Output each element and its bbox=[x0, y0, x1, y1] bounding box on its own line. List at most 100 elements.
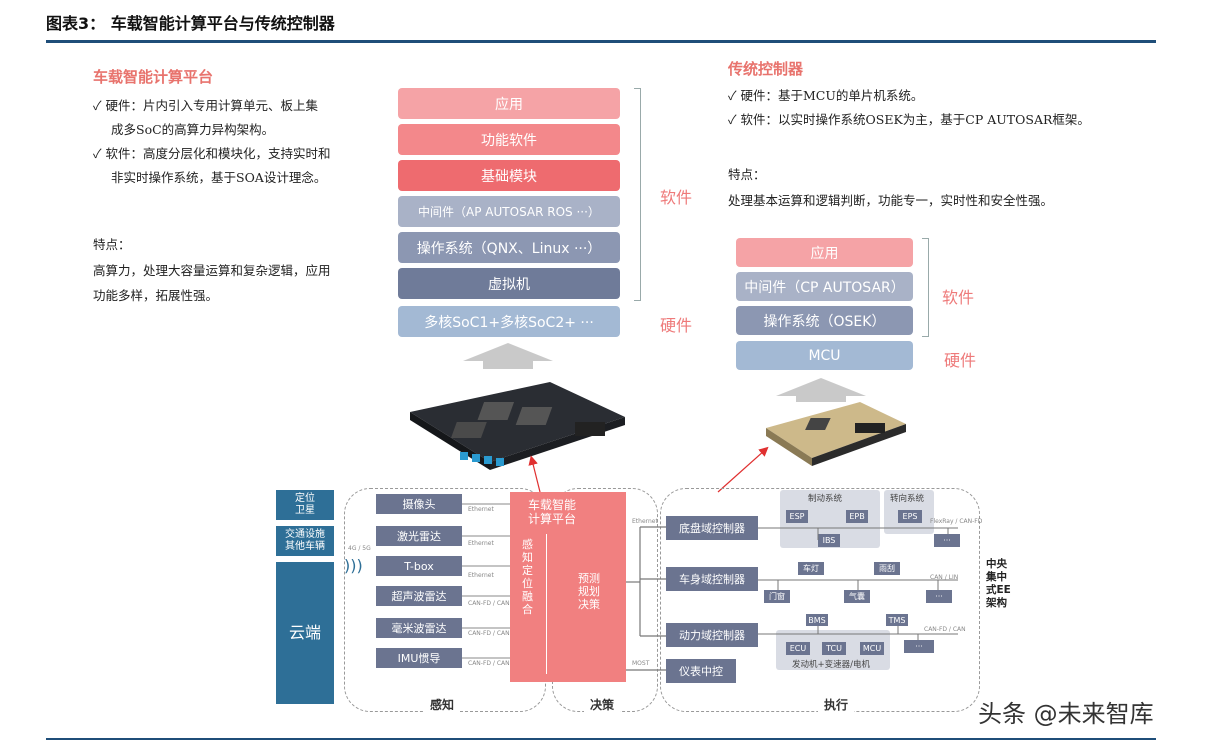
left-bullet-1: ✓ 硬件：片内引入专用计算单元、板上集 bbox=[93, 98, 319, 113]
node-chassis-more: ··· bbox=[934, 534, 960, 547]
node-esp: ESP bbox=[786, 510, 808, 523]
node-airbag: 气囊 bbox=[844, 590, 870, 603]
up-arrow-right-stem bbox=[796, 396, 846, 402]
node-tms: TMS bbox=[886, 614, 908, 626]
software-label-right: 软件 bbox=[942, 288, 975, 307]
left-feature-line-2: 功能多样，拓展性强。 bbox=[93, 288, 219, 303]
up-arrow-right bbox=[776, 378, 866, 396]
powertrain-group-label: 发动机+变速器/电机 bbox=[792, 660, 870, 670]
steering-group-label: 转向系统 bbox=[890, 494, 925, 504]
layer-base-module: 基础模块 bbox=[398, 160, 620, 191]
ethernet-right-label: Ethernet bbox=[632, 518, 658, 525]
left-section-title: 车载智能计算平台 bbox=[93, 68, 214, 86]
layer-middleware: 中间件（AP AUTOSAR ROS ···） bbox=[398, 196, 620, 227]
right-feature-line: 处理基本运算和逻辑判断，功能专一，实时性和安全性强。 bbox=[728, 193, 1054, 208]
chassis-controller: 底盘域控制器 bbox=[666, 516, 758, 540]
power-controller: 动力域控制器 bbox=[666, 623, 758, 647]
left-bullet-1b: 成多SoC的高算力异构架构。 bbox=[111, 122, 275, 137]
hardware-label-left: 硬件 bbox=[660, 316, 693, 335]
dashboard-controller: 仪表中控 bbox=[666, 659, 736, 683]
power-bus-label: CAN-FD / CAN bbox=[924, 626, 966, 633]
node-ecu: ECU bbox=[786, 642, 810, 655]
traffic-box: 交通设施 其他车辆 bbox=[276, 526, 334, 556]
up-arrow-left bbox=[463, 343, 553, 361]
layer-function-software: 功能软件 bbox=[398, 124, 620, 155]
node-wiper: 雨刮 bbox=[874, 562, 900, 575]
watermark: 头条 @未来智库 bbox=[978, 700, 1154, 728]
sensor-camera: 摄像头 bbox=[376, 494, 462, 514]
decision-label: 决策 bbox=[584, 696, 621, 713]
most-label: MOST bbox=[632, 660, 650, 667]
sensor-link-lines bbox=[462, 503, 512, 659]
right-bullet-2: ✓ 软件：以实时操作系统OSEK为主，基于CP AUTOSAR框架。 bbox=[728, 112, 1090, 127]
layer-hypervisor: 虚拟机 bbox=[398, 268, 620, 299]
top-rule bbox=[46, 40, 1156, 43]
node-power-more: ··· bbox=[904, 640, 934, 653]
link-imu: CAN-FD / CAN bbox=[468, 660, 510, 667]
right-bullet-1: ✓ 硬件：基于MCU的单片机系统。 bbox=[728, 88, 924, 103]
chassis-bus-label: FlexRay / CAN-FD bbox=[930, 518, 983, 525]
execution-label: 执行 bbox=[818, 696, 855, 713]
compute-platform-block bbox=[510, 492, 626, 682]
sensor-ultrasonic: 超声波雷达 bbox=[376, 586, 462, 606]
left-features: 高算力，处理大容量运算和复杂逻辑，应用 功能多样，拓展性强。 bbox=[93, 258, 331, 308]
layer-os-right: 操作系统（OSEK） bbox=[736, 306, 913, 335]
layer-mcu: MCU bbox=[736, 341, 913, 370]
planning-label: 预测 规划 决策 bbox=[578, 572, 600, 611]
left-bullet-2b: 非实时操作系统，基于SOA设计理念。 bbox=[111, 170, 327, 185]
compute-board-image bbox=[410, 382, 625, 470]
layer-application-right: 应用 bbox=[736, 238, 913, 267]
sensor-mmwave: 毫米波雷达 bbox=[376, 618, 462, 638]
sensor-lidar: 激光雷达 bbox=[376, 526, 462, 546]
right-section-title: 传统控制器 bbox=[728, 60, 804, 78]
up-arrow-left-stem bbox=[483, 361, 533, 369]
sensor-tbox: T-box bbox=[376, 556, 462, 576]
link-mmwave: CAN-FD / CAN bbox=[468, 630, 510, 637]
network-label: 4G / 5G bbox=[348, 545, 371, 552]
left-bullets: ✓ 硬件：片内引入专用计算单元、板上集 成多SoC的高算力异构架构。 ✓ 软件：… bbox=[93, 94, 331, 190]
wireless-icon: ))) bbox=[344, 556, 363, 575]
node-epb: EPB bbox=[846, 510, 868, 523]
link-camera: Ethernet bbox=[468, 506, 494, 513]
node-eps: EPS bbox=[898, 510, 922, 523]
controller-connectors bbox=[626, 526, 666, 671]
body-bus-lines bbox=[758, 579, 958, 590]
right-bullets: ✓ 硬件：基于MCU的单片机系统。 ✓ 软件：以实时操作系统OSEK为主，基于C… bbox=[728, 84, 1090, 132]
body-bus-label: CAN / LIN bbox=[930, 574, 959, 581]
satellite-box: 定位 卫星 bbox=[276, 490, 334, 520]
layer-middleware-right: 中间件（CP AUTOSAR） bbox=[736, 272, 913, 301]
link-ultrasonic: CAN-FD / CAN bbox=[468, 600, 510, 607]
body-controller: 车身域控制器 bbox=[666, 567, 758, 591]
figure-title: 图表3： 车载智能计算平台与传统控制器 bbox=[46, 14, 335, 33]
node-lamp: 车灯 bbox=[798, 562, 824, 575]
left-feature-title: 特点： bbox=[93, 237, 131, 252]
fusion-label: 感 知 定 位 融 合 bbox=[522, 538, 533, 616]
link-tbox: Ethernet bbox=[468, 572, 494, 579]
cloud-box: 云端 bbox=[276, 562, 334, 704]
compute-platform-label: 车载智能 计算平台 bbox=[528, 498, 577, 526]
left-feature-line-1: 高算力，处理大容量运算和复杂逻辑，应用 bbox=[93, 263, 331, 278]
node-ibs: IBS bbox=[818, 534, 840, 547]
software-bracket-right bbox=[922, 238, 929, 337]
link-lidar: Ethernet bbox=[468, 540, 494, 547]
node-window: 门窗 bbox=[764, 590, 790, 603]
platform-divider bbox=[546, 534, 547, 674]
power-bus-lines bbox=[758, 626, 958, 640]
node-body-more: ··· bbox=[926, 590, 952, 603]
brake-group-label: 制动系统 bbox=[808, 494, 843, 504]
layer-os: 操作系统（QNX、Linux ···） bbox=[398, 232, 620, 263]
controller-board-image bbox=[766, 402, 906, 466]
software-bracket-left bbox=[634, 88, 641, 301]
software-label-left: 软件 bbox=[660, 188, 693, 207]
chassis-bus-lines bbox=[758, 527, 958, 540]
hardware-label-right: 硬件 bbox=[944, 351, 977, 370]
node-tcu: TCU bbox=[822, 642, 846, 655]
central-ee-label: 中央 集中 式EE 架构 bbox=[986, 558, 1011, 609]
node-bms: BMS bbox=[806, 614, 828, 626]
right-feature-title: 特点： bbox=[728, 167, 766, 182]
layer-application: 应用 bbox=[398, 88, 620, 119]
node-mcu: MCU bbox=[860, 642, 884, 655]
left-bullet-2: ✓ 软件：高度分层化和模块化，支持实时和 bbox=[93, 146, 331, 161]
pointer-arrows bbox=[528, 446, 769, 493]
bottom-rule bbox=[46, 738, 1156, 740]
